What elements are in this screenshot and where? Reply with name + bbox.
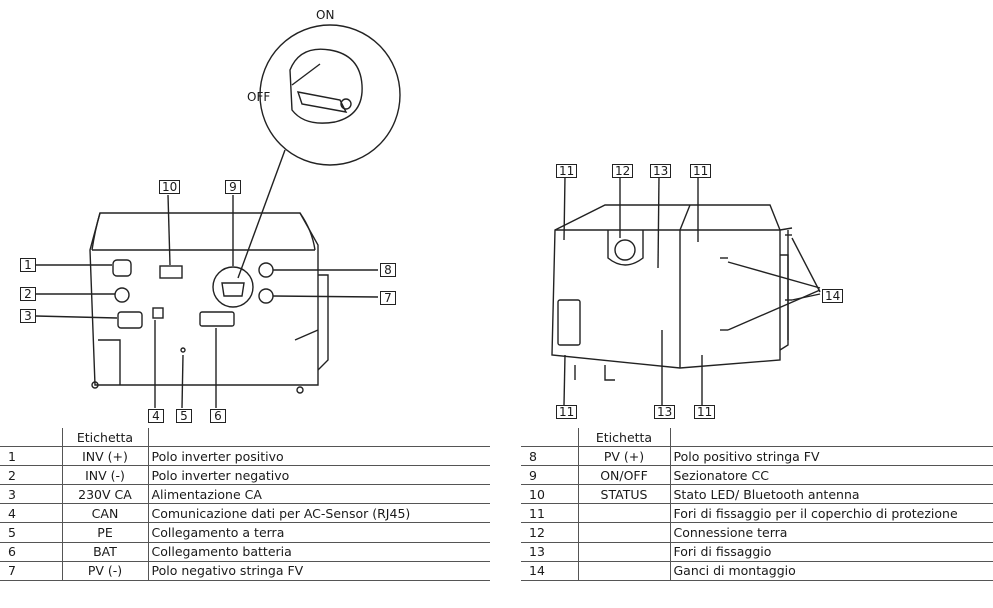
row-label: INV (-) xyxy=(61,465,149,486)
row-description: Polo positivo stringa FV xyxy=(670,446,993,467)
row-number: 9 xyxy=(521,465,578,486)
row-number: 2 xyxy=(0,465,62,486)
callout-2: 2 xyxy=(20,287,36,301)
row-description: Collegamento batteria xyxy=(148,542,490,562)
row-label: PV (-) xyxy=(61,561,149,581)
row-label xyxy=(577,561,671,581)
row-label xyxy=(577,503,671,524)
callout-4: 4 xyxy=(148,409,164,423)
row-number: 5 xyxy=(0,522,62,543)
row-number: 10 xyxy=(521,484,578,505)
row-description: Ganci di montaggio xyxy=(670,561,993,581)
callout-14: 14 xyxy=(822,289,844,303)
row-number: 6 xyxy=(0,542,62,562)
row-description: Polo inverter positivo xyxy=(148,446,490,467)
row-description: Polo negativo stringa FV xyxy=(148,561,490,581)
callout-11-bottom-right: 11 xyxy=(694,405,716,419)
row-number: 8 xyxy=(521,446,578,467)
row-description: Collegamento a terra xyxy=(148,522,490,543)
row-label: INV (+) xyxy=(61,446,149,467)
switch-off-label: OFF xyxy=(247,90,271,104)
row-number: 11 xyxy=(521,503,578,524)
row-number: 12 xyxy=(521,522,578,543)
row-description: Stato LED/ Bluetooth antenna xyxy=(670,484,993,505)
row-description: Fori di fissaggio xyxy=(670,542,993,562)
switch-on-label: ON xyxy=(316,8,335,22)
callout-1: 1 xyxy=(20,258,36,272)
table-header-row: Etichetta xyxy=(0,428,490,448)
callout-11-top-right: 11 xyxy=(690,164,712,178)
table-row: 11 Fori di fissaggio per il coperchio di … xyxy=(521,503,993,524)
row-description: Connessione terra xyxy=(670,522,993,543)
row-description: Alimentazione CA xyxy=(148,484,490,505)
row-description: Fori di fissaggio per il coperchio di pr… xyxy=(670,503,993,524)
row-label: ON/OFF xyxy=(577,465,671,486)
callout-9: 9 xyxy=(225,180,241,194)
row-label xyxy=(577,522,671,543)
row-label: 230V CA xyxy=(61,484,149,505)
row-description: Polo inverter negativo xyxy=(148,465,490,486)
callout-13-top: 13 xyxy=(650,164,672,178)
callout-11-top-left: 11 xyxy=(556,164,578,178)
row-number: 7 xyxy=(0,561,62,581)
callout-8: 8 xyxy=(380,263,396,277)
row-number: 3 xyxy=(0,484,62,505)
column-header-label: Etichetta xyxy=(577,428,671,448)
callout-7: 7 xyxy=(380,291,396,305)
table-header-row: Etichetta xyxy=(521,428,993,448)
table-row: 14 Ganci di montaggio xyxy=(521,561,993,581)
column-header-label: Etichetta xyxy=(61,428,149,448)
callout-10: 10 xyxy=(159,180,181,194)
row-number: 4 xyxy=(0,503,62,524)
front-view-illustration xyxy=(35,24,401,409)
row-number: 14 xyxy=(521,561,578,581)
table-row: 12 Connessione terra xyxy=(521,522,993,543)
callout-12: 12 xyxy=(612,164,634,178)
row-label: BAT xyxy=(61,542,149,562)
table-row: 13 Fori di fissaggio xyxy=(521,542,993,562)
row-label: PV (+) xyxy=(577,446,671,467)
callout-6: 6 xyxy=(210,409,226,423)
row-label: STATUS xyxy=(577,484,671,505)
row-label: CAN xyxy=(61,503,149,524)
callout-5: 5 xyxy=(176,409,192,423)
side-view-illustration xyxy=(551,175,821,406)
row-number: 1 xyxy=(0,446,62,467)
row-label xyxy=(577,542,671,562)
callout-13-bottom: 13 xyxy=(654,405,676,419)
row-label: PE xyxy=(61,522,149,543)
row-number: 13 xyxy=(521,542,578,562)
callout-3: 3 xyxy=(20,309,36,323)
row-description: Sezionatore CC xyxy=(670,465,993,486)
callout-11-bottom-left: 11 xyxy=(556,405,578,419)
row-description: Comunicazione dati per AC-Sensor (RJ45) xyxy=(148,503,490,524)
